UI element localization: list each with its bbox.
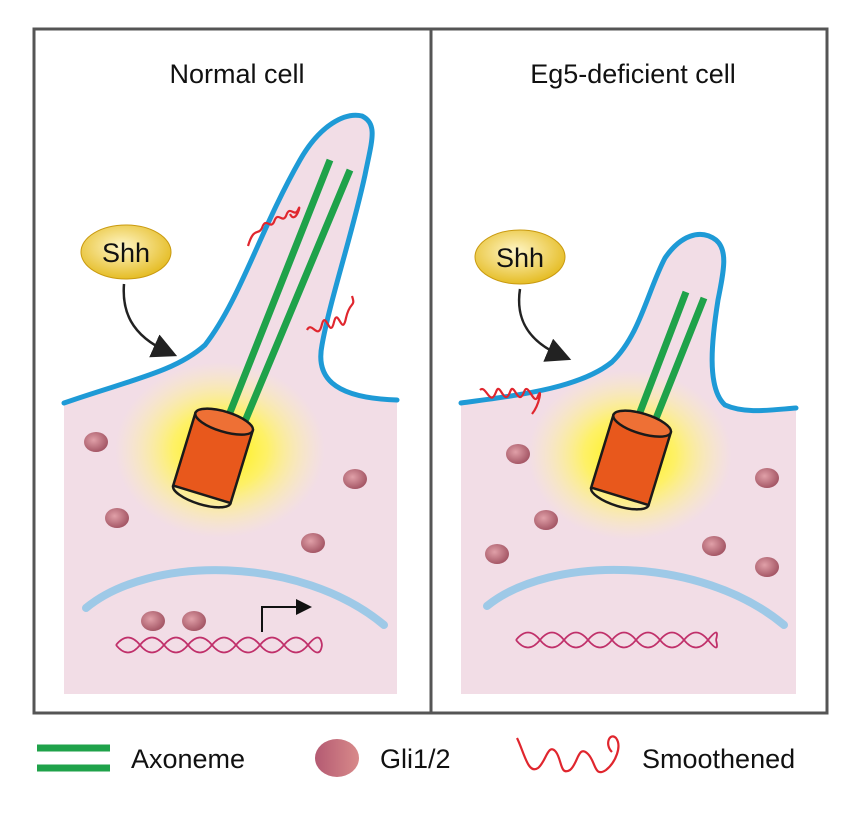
dna-strand-normal-b [115,636,323,654]
basal-body-normal [171,407,255,509]
gli-cytoplasm-deficient-4 [755,468,779,488]
nuclear-envelope-normal [82,566,388,629]
shh-arrow-normal [122,283,178,358]
nuclear-envelope-deficient [483,565,788,629]
gli-nuclear-normal-2 [182,611,206,631]
shh-arrow-deficient [517,288,572,362]
basal-body-deficient [589,409,673,511]
cell-membrane-normal [61,112,400,406]
panel-normal: Normal cell Shh [61,59,400,694]
shh-label-deficient: Shh [496,243,544,273]
panel-title-normal: Normal cell [169,59,304,89]
smoothened-normal-b [306,295,355,333]
axoneme-line-deficient-b [649,296,708,428]
gli-cytoplasm-normal-4 [301,533,325,553]
panel-deficient: Eg5-deficient cell Shh [458,59,799,694]
legend-gli-swatch [315,739,359,777]
legend-smoothened-label: Smoothened [642,744,795,774]
gli-cytoplasm-deficient-2 [534,510,558,530]
panel-frame-deficient [429,27,829,715]
gli-cytoplasm-normal-3 [343,469,367,489]
gli-nuclear-normal-1 [141,611,165,631]
gli-cytoplasm-deficient-3 [485,544,509,564]
legend-smoothened-swatch [516,735,620,774]
gli-cytoplasm-deficient-6 [755,557,779,577]
legend-axoneme-label: Axoneme [131,744,245,774]
dna-strand-deficient-a [515,631,718,649]
dna-strand-deficient-b [515,631,718,649]
axoneme-line-normal-b [239,168,354,428]
cell-membrane-deficient [458,231,799,414]
transcription-arrow-normal [261,599,312,632]
legend: Axoneme Gli1/2 Smoothened [37,735,795,777]
gli-cytoplasm-deficient-1 [506,444,530,464]
axoneme-line-normal-a [223,158,334,422]
legend-item-axoneme: Axoneme [37,744,245,774]
legend-gli-label: Gli1/2 [380,744,451,774]
shh-ligand-normal [80,224,172,280]
axoneme-line-deficient-a [633,290,690,422]
gli-cytoplasm-normal-2 [105,508,129,528]
gli-cytoplasm-normal-1 [84,432,108,452]
panel-title-deficient: Eg5-deficient cell [530,59,736,89]
shh-label-normal: Shh [102,238,150,268]
legend-item-gli: Gli1/2 [315,739,451,777]
shh-ligand-deficient [474,229,566,285]
legend-item-smoothened: Smoothened [516,735,795,774]
gli-cytoplasm-deficient-5 [702,536,726,556]
smoothened-normal-a [246,206,301,247]
dna-strand-normal-a [115,636,323,654]
smoothened-deficient [479,387,542,415]
